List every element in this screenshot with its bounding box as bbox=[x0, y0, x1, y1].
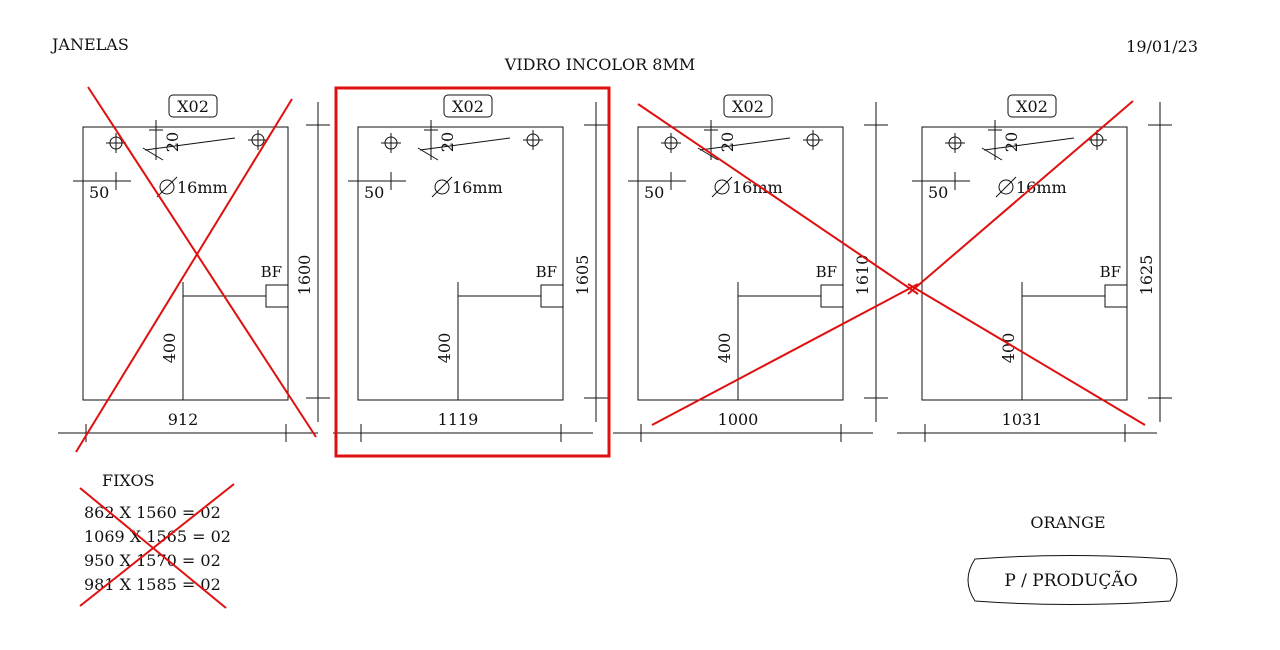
hole-link-line bbox=[983, 137, 1075, 151]
date: 19/01/23 bbox=[1126, 37, 1198, 56]
client-name: ORANGE bbox=[1030, 513, 1105, 532]
offset-y-label: 20 bbox=[438, 132, 457, 152]
width-label: 1031 bbox=[1002, 410, 1043, 429]
diameter-label: 16mm bbox=[1016, 178, 1067, 197]
panel-outline bbox=[82, 126, 289, 401]
diameter-icon bbox=[714, 179, 730, 195]
status-label: P / PRODUÇÃO bbox=[1004, 570, 1137, 591]
status-box bbox=[967, 555, 1178, 605]
offset-y-label: 20 bbox=[163, 132, 182, 152]
lock-box bbox=[540, 284, 564, 308]
panel-outline bbox=[357, 126, 564, 401]
hole-link-line bbox=[699, 137, 791, 151]
diameter-slash bbox=[711, 176, 733, 198]
cross-line-1 bbox=[637, 103, 919, 295]
hole-left-icon bbox=[661, 133, 681, 153]
hole-right-icon bbox=[523, 130, 543, 150]
height-label: 1625 bbox=[1137, 255, 1156, 296]
fixos-item-1: 862 X 1560 = 02 bbox=[84, 503, 221, 522]
lock-box bbox=[1104, 284, 1128, 308]
lock-box bbox=[820, 284, 844, 308]
width-label: 1119 bbox=[438, 410, 479, 429]
diameter-label: 16mm bbox=[452, 178, 503, 197]
hole-left-icon bbox=[945, 133, 965, 153]
panel-3-cross-out bbox=[637, 103, 919, 426]
lock-label: BF bbox=[261, 263, 282, 281]
diameter-icon bbox=[998, 179, 1014, 195]
panel-1-cross-out bbox=[75, 86, 317, 453]
lock-height-label: 400 bbox=[435, 333, 454, 364]
offset-x-label: 50 bbox=[928, 183, 948, 202]
offset-y-label: 20 bbox=[1002, 132, 1021, 152]
panel-4-cross-out bbox=[907, 100, 1146, 426]
height-label: 1600 bbox=[295, 255, 314, 296]
offset-y-label: 20 bbox=[718, 132, 737, 152]
qty-tag: X02 bbox=[1016, 97, 1048, 116]
cross-line-2 bbox=[651, 283, 919, 426]
hole-link-line bbox=[419, 137, 511, 151]
hole-right-icon bbox=[803, 130, 823, 150]
panel-outline bbox=[637, 126, 844, 401]
left-title: JANELAS bbox=[50, 35, 129, 54]
diameter-slash bbox=[156, 176, 178, 198]
hole-leader-line bbox=[142, 147, 164, 161]
center-title: VIDRO INCOLOR 8MM bbox=[504, 55, 695, 74]
diameter-label: 16mm bbox=[177, 178, 228, 197]
panel-outline bbox=[921, 126, 1128, 401]
offset-x-label: 50 bbox=[364, 183, 384, 202]
diameter-label: 16mm bbox=[732, 178, 783, 197]
height-label: 1605 bbox=[573, 255, 592, 296]
lock-label: BF bbox=[1100, 263, 1121, 281]
qty-tag-box bbox=[723, 94, 773, 118]
lock-label: BF bbox=[536, 263, 557, 281]
width-label: 1000 bbox=[718, 410, 759, 429]
cross-line-2 bbox=[75, 98, 293, 453]
diameter-icon bbox=[159, 179, 175, 195]
lock-height-label: 400 bbox=[715, 333, 734, 364]
lock-box bbox=[265, 284, 289, 308]
fixos-item-3: 950 X 1570 = 02 bbox=[84, 551, 221, 570]
cross-line-1 bbox=[87, 86, 317, 438]
hole-link-line bbox=[144, 137, 236, 151]
qty-tag: X02 bbox=[452, 97, 484, 116]
qty-tag: X02 bbox=[177, 97, 209, 116]
qty-tag-box bbox=[443, 94, 493, 118]
hole-leader-line bbox=[981, 147, 1003, 161]
hole-right-icon bbox=[248, 130, 268, 150]
hole-left-icon bbox=[381, 133, 401, 153]
fixos-cross-out bbox=[79, 483, 235, 609]
qty-tag-box bbox=[168, 94, 218, 118]
offset-x-label: 50 bbox=[644, 183, 664, 202]
hole-leader-line bbox=[697, 147, 719, 161]
fixos-title: FIXOS bbox=[102, 471, 155, 490]
cross-line-1 bbox=[907, 283, 1146, 426]
hole-right-icon bbox=[1087, 130, 1107, 150]
lock-height-label: 400 bbox=[160, 333, 179, 364]
lock-label: BF bbox=[816, 263, 837, 281]
fixos-item-4: 981 X 1585 = 02 bbox=[84, 575, 221, 594]
diameter-icon bbox=[434, 179, 450, 195]
cross-line-2 bbox=[907, 100, 1134, 295]
fixos-item-2: 1069 X 1565 = 02 bbox=[84, 527, 231, 546]
diameter-slash bbox=[431, 176, 453, 198]
hole-left-icon bbox=[106, 133, 126, 153]
height-label: 1610 bbox=[853, 255, 872, 296]
qty-tag: X02 bbox=[732, 97, 764, 116]
offset-x-label: 50 bbox=[89, 183, 109, 202]
highlight-box bbox=[334, 86, 611, 458]
qty-tag-box bbox=[1007, 94, 1057, 118]
width-label: 912 bbox=[168, 410, 199, 429]
diameter-slash bbox=[995, 176, 1017, 198]
hole-leader-line bbox=[417, 147, 439, 161]
